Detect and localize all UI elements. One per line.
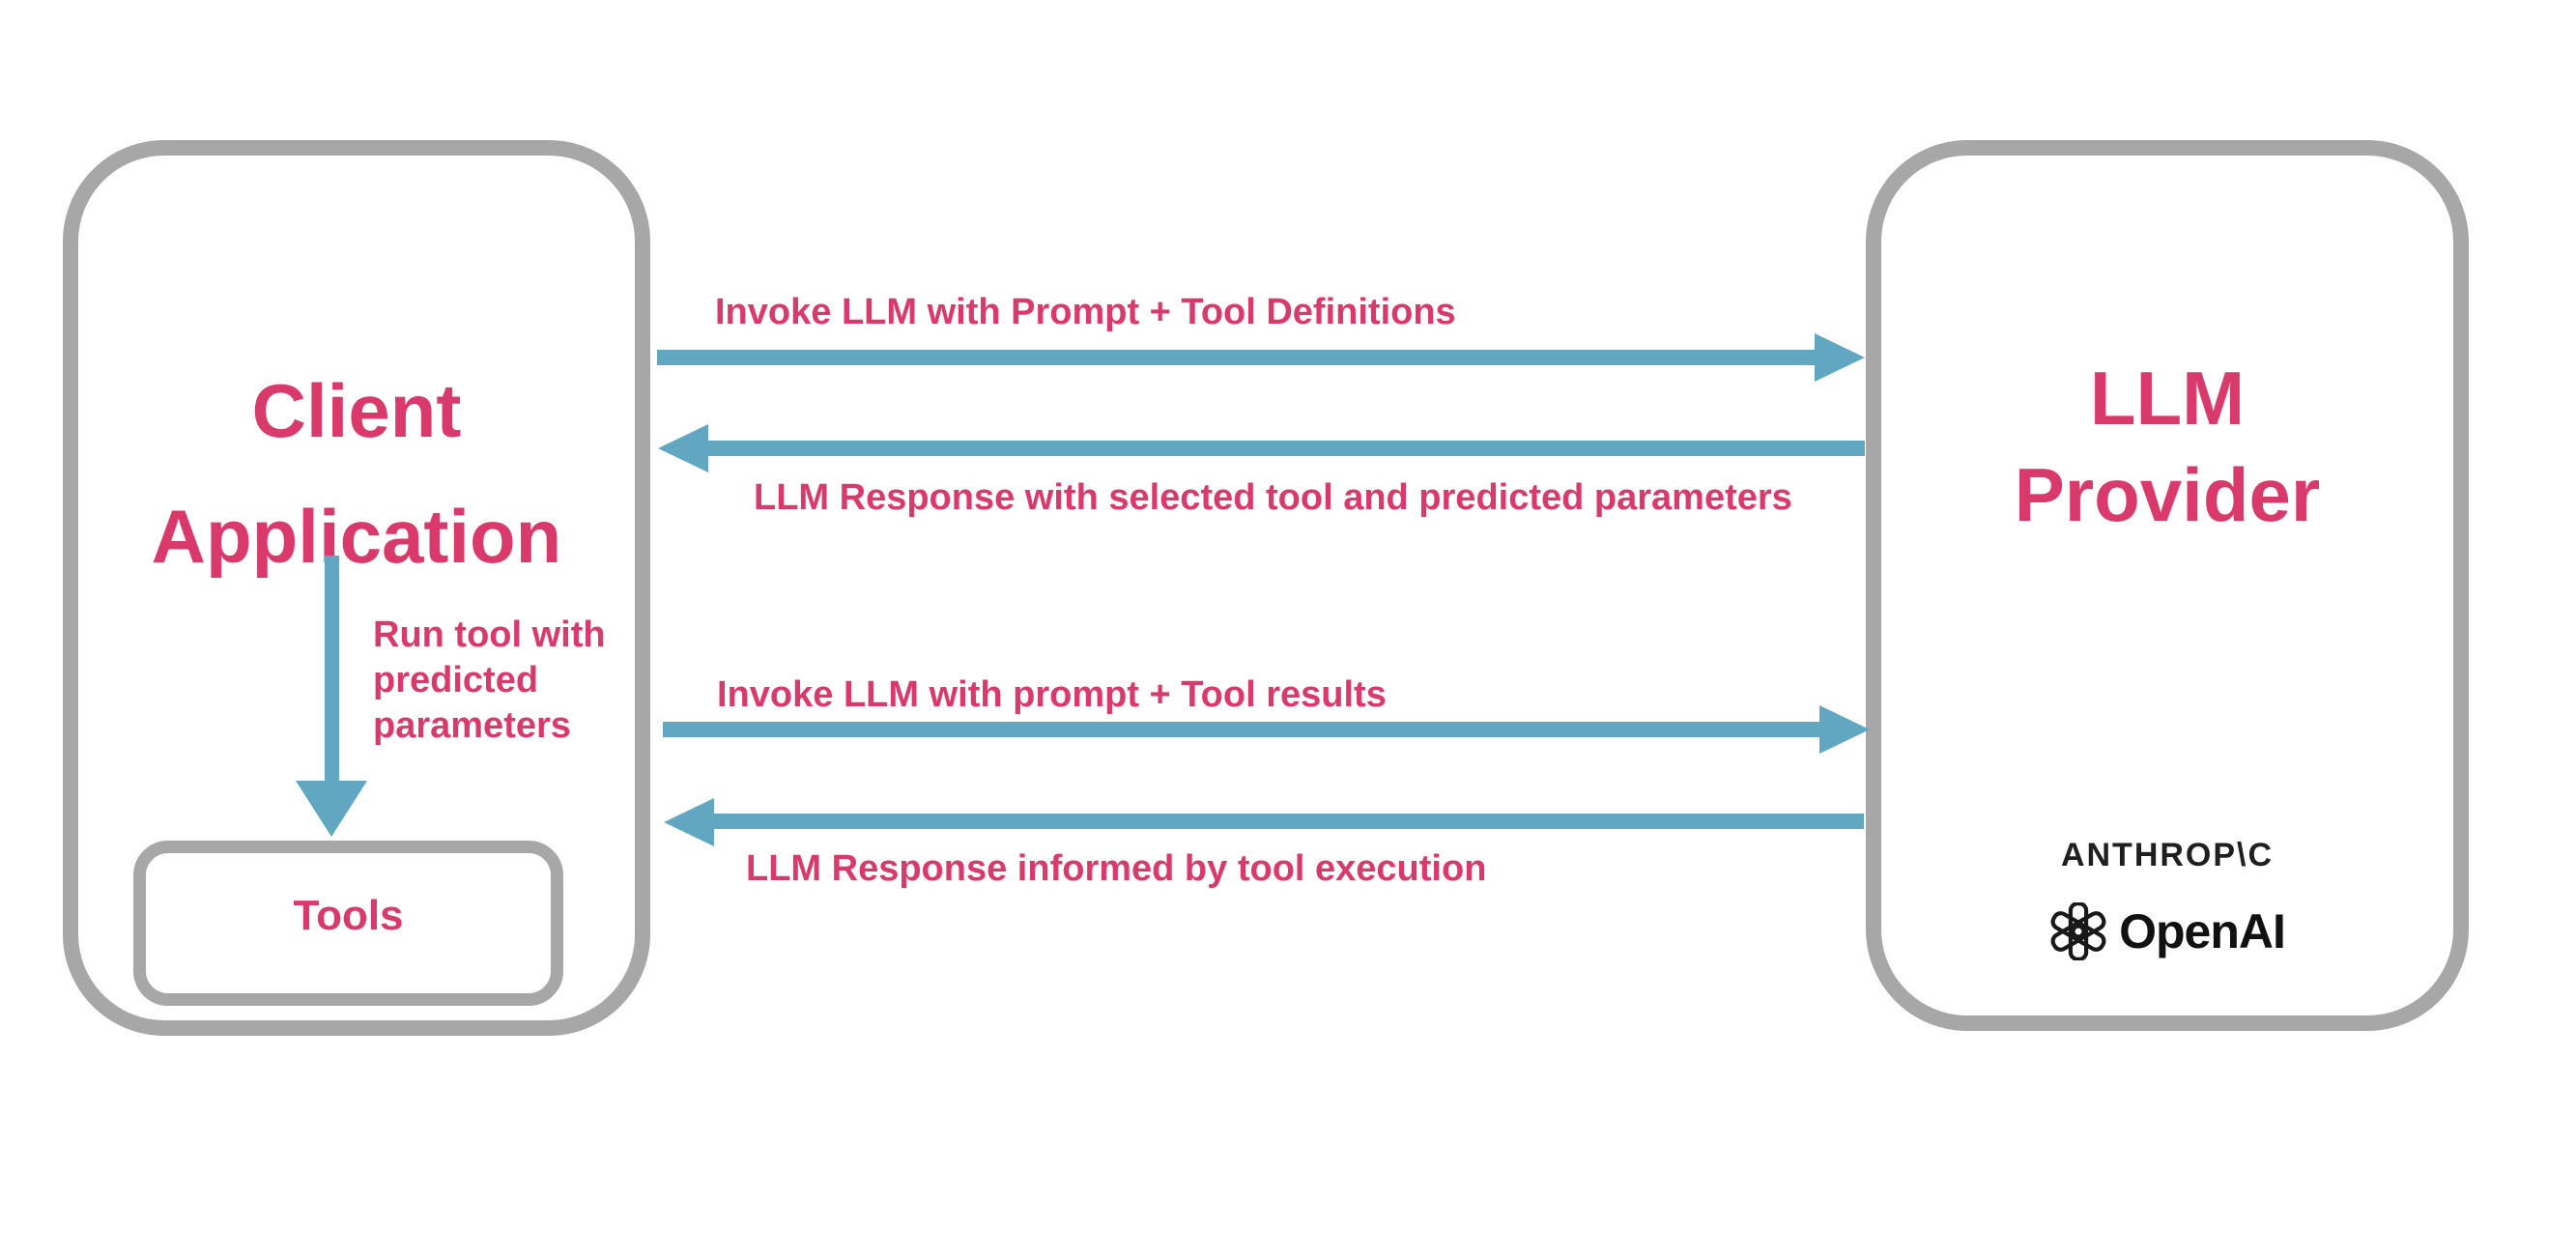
run-tool-arrow-shaft xyxy=(325,556,339,784)
openai-flower-icon xyxy=(2050,902,2106,960)
arrow1-arrowhead-right-icon xyxy=(1815,333,1865,382)
arrow1-shaft xyxy=(657,350,1817,365)
arrow3-label: Invoke LLM with prompt + Tool results xyxy=(717,674,1387,715)
arrow2-label: LLM Response with selected tool and pred… xyxy=(754,477,1792,518)
arrow1-label: Invoke LLM with Prompt + Tool Definition… xyxy=(715,292,1456,332)
llm-provider-box xyxy=(1866,140,2469,1031)
arrow2-arrowhead-left-icon xyxy=(658,424,708,472)
arrow2-shaft xyxy=(708,441,1865,456)
tools-label: Tools xyxy=(293,891,404,939)
llm-title-line1: LLM xyxy=(2089,356,2246,441)
client-title-line2: Application xyxy=(151,494,562,579)
run-tool-arrowhead-down-icon xyxy=(296,781,367,837)
openai-wordmark: OpenAI xyxy=(2119,904,2286,958)
openai-logo-row: OpenAI xyxy=(1881,902,2453,960)
arrow3-arrowhead-right-icon xyxy=(1819,705,1870,754)
tools-box: Tools xyxy=(133,841,563,1006)
llm-title-line2: Provider xyxy=(2014,452,2321,537)
arrow4-shaft xyxy=(712,814,1864,829)
arrow3-shaft xyxy=(663,722,1821,737)
arrow4-label: LLM Response informed by tool execution xyxy=(746,848,1487,889)
client-title-line1: Client xyxy=(251,368,462,453)
arrow4-arrowhead-left-icon xyxy=(664,798,714,846)
anthropic-wordmark: ANTHROP\C xyxy=(2060,837,2275,873)
llm-provider-title: LLM Provider xyxy=(1881,350,2453,543)
client-application-title: Client Application xyxy=(71,348,643,599)
run-tool-label: Run tool with predicted parameters xyxy=(373,615,606,746)
